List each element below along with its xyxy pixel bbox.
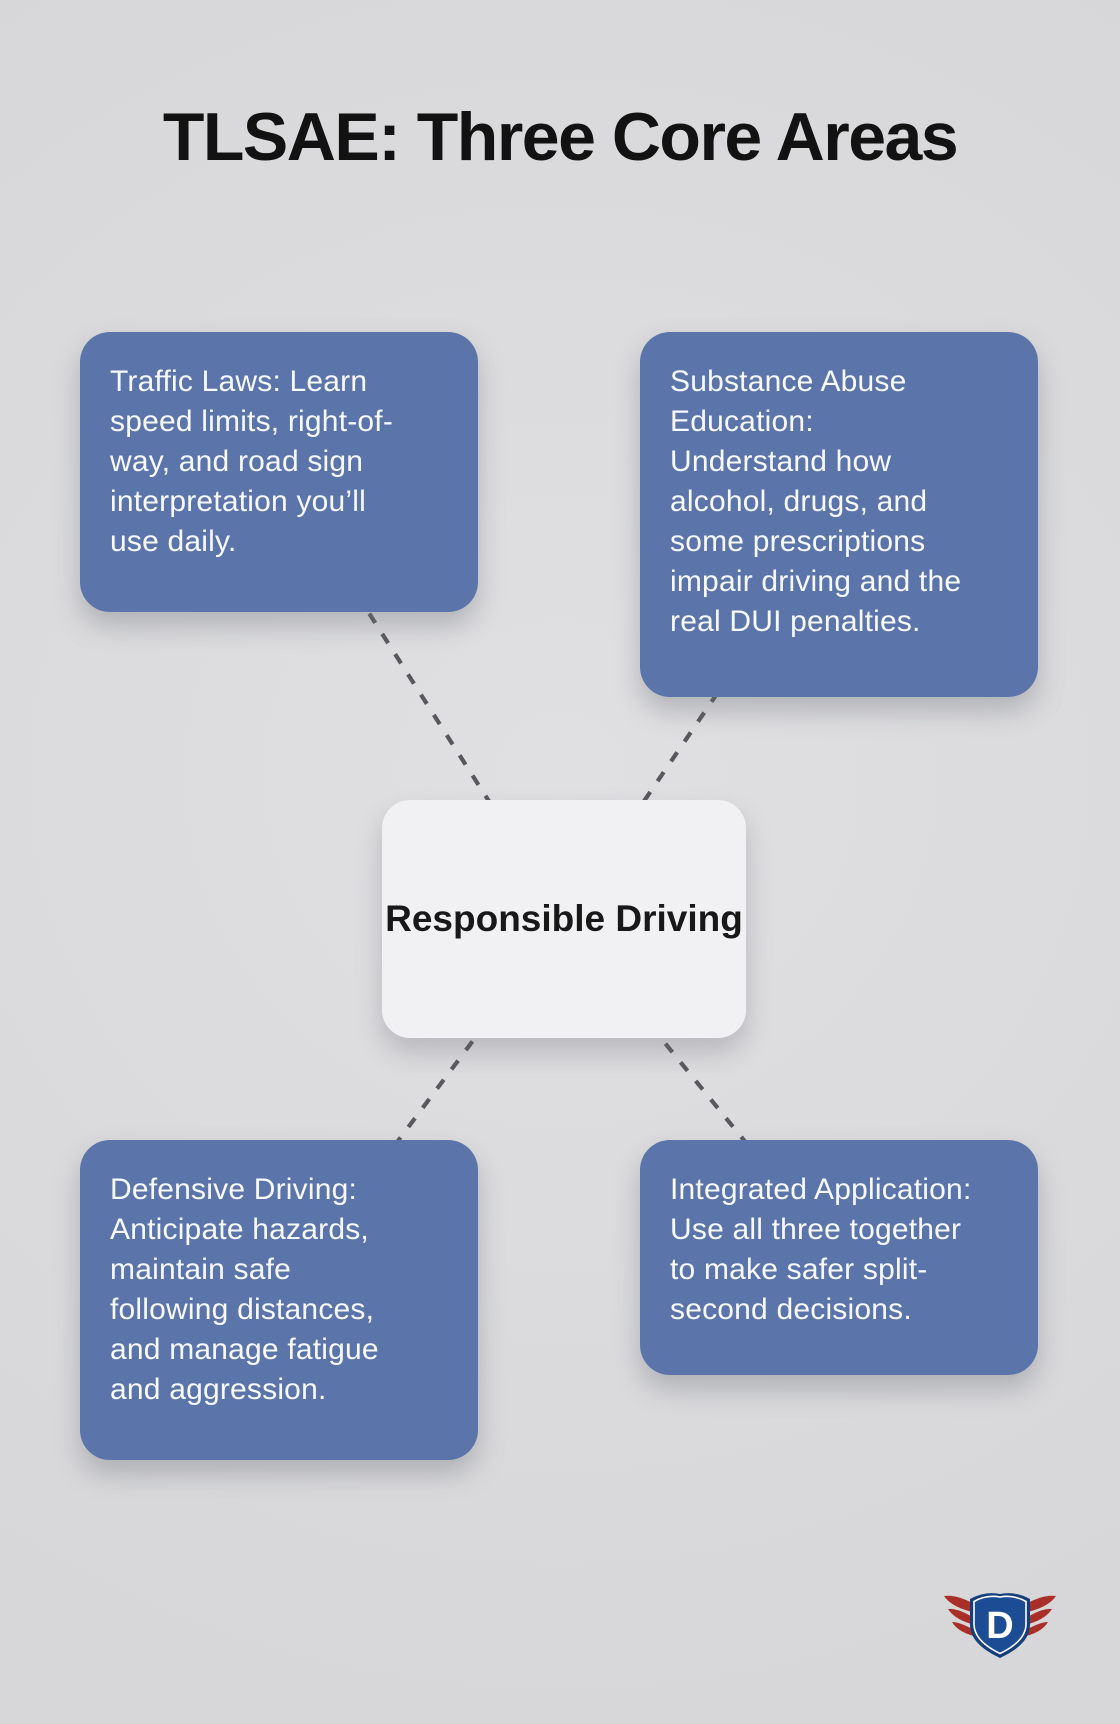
logo-right-wing-icon bbox=[1023, 1595, 1056, 1636]
page-title: TLSAE: Three Core Areas bbox=[162, 99, 959, 175]
logo-left-wing-icon bbox=[944, 1595, 977, 1636]
node-defensive-driving: Defensive Driving:Anticipate hazards,mai… bbox=[80, 1140, 478, 1460]
driving-school-logo: D bbox=[944, 1593, 1056, 1658]
center-node-label: Responsible Driving bbox=[385, 898, 743, 939]
node-integrated-application: Integrated Application:Use all three tog… bbox=[640, 1140, 1038, 1375]
node-integrated-application-text: Integrated Application:Use all three tog… bbox=[670, 1173, 972, 1326]
node-responsible-driving: Responsible Driving bbox=[382, 800, 746, 1038]
shield-icon: D bbox=[970, 1593, 1030, 1658]
node-defensive-driving-text: Defensive Driving:Anticipate hazards,mai… bbox=[110, 1173, 379, 1406]
logo-letter: D bbox=[986, 1605, 1013, 1647]
